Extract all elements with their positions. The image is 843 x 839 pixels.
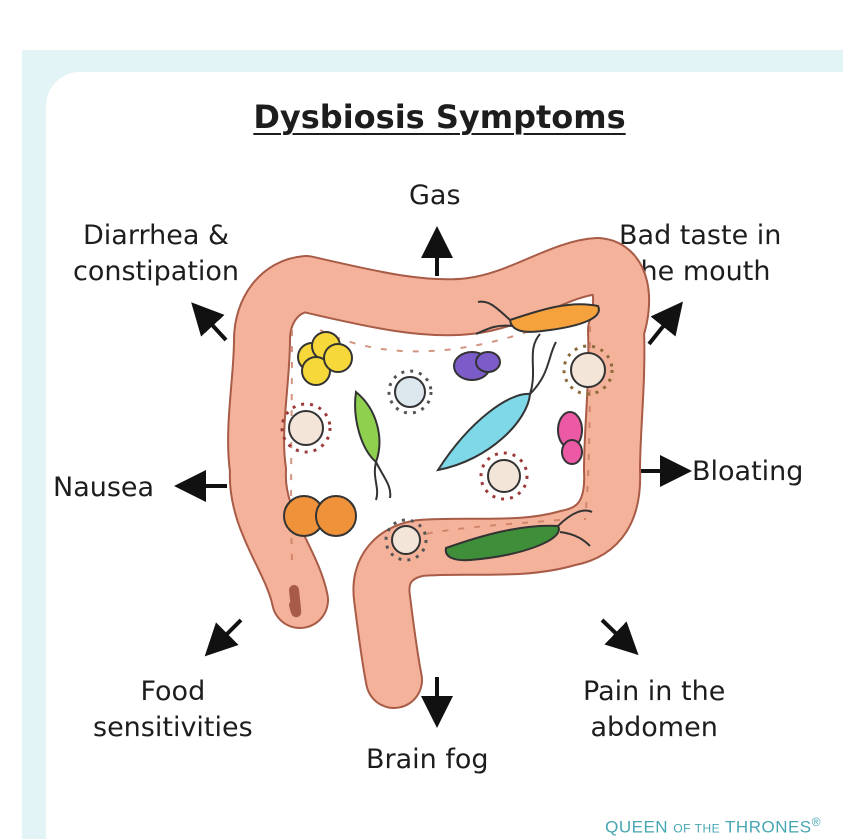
arrow-bad-taste	[649, 314, 673, 344]
arrow-diarrhea	[202, 314, 226, 340]
brand-registered-mark: ®	[812, 815, 821, 829]
green-flagellate-microbe	[355, 392, 390, 500]
brand-part1: QUEEN	[605, 818, 668, 837]
yellow-cocci-microbe	[298, 332, 352, 385]
virus-left	[282, 404, 330, 452]
brand-part2: OF THE	[673, 822, 720, 836]
brand-logo: QUEEN OF THE THRONES®	[605, 815, 821, 838]
virus-top	[389, 371, 431, 413]
arrow-food	[216, 620, 241, 645]
arrow-pain	[602, 620, 627, 644]
pink-microbe	[558, 412, 582, 464]
virus-center	[481, 453, 527, 499]
orange-cocci-microbe	[284, 496, 356, 536]
purple-microbe	[454, 352, 500, 380]
brand-part3: THRONES	[725, 818, 812, 837]
